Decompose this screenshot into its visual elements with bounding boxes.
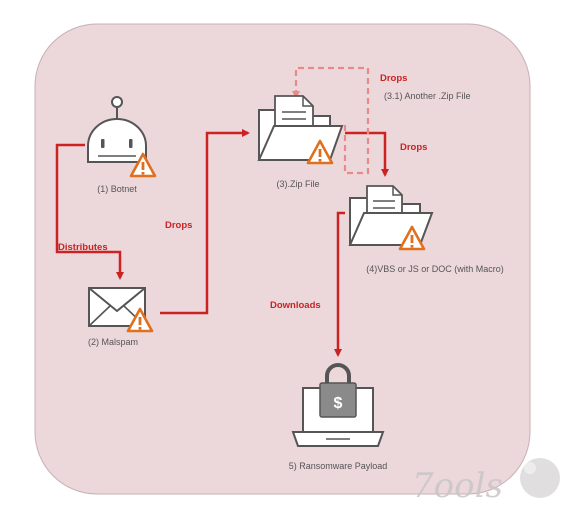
arrow-drops-to-script [345,131,389,177]
edge-label-drops-loop: Drops [380,73,407,84]
another-zip-label: (3.1) Another .Zip File [384,91,471,101]
script-label: (4)VBS or JS or DOC (with Macro) [366,264,504,274]
laptop-lock-icon [291,363,385,447]
dollar-icon: $ [334,395,343,412]
arrow-distributes [55,143,124,280]
watermark-text: 7ools [412,466,503,506]
robot-icon [87,96,147,163]
arrow-downloads [334,211,345,357]
arrow-drops-to-zip [160,129,250,315]
edge-label-drops-to-zip: Drops [165,220,192,231]
edge-label-distributes: Distributes [58,242,108,253]
botnet-label: (1) Botnet [97,184,137,194]
zip-file-label: (3).Zip File [276,179,319,189]
payload-label: 5) Ransomware Payload [289,461,388,471]
edge-label-drops-to-script: Drops [400,142,427,153]
watermark-logo: 7ools [412,458,560,506]
edge-label-downloads: Downloads [270,300,321,311]
malspam-label: (2) Malspam [88,337,138,347]
diagram-background [34,23,531,495]
arrow-drops-loop [292,66,370,175]
